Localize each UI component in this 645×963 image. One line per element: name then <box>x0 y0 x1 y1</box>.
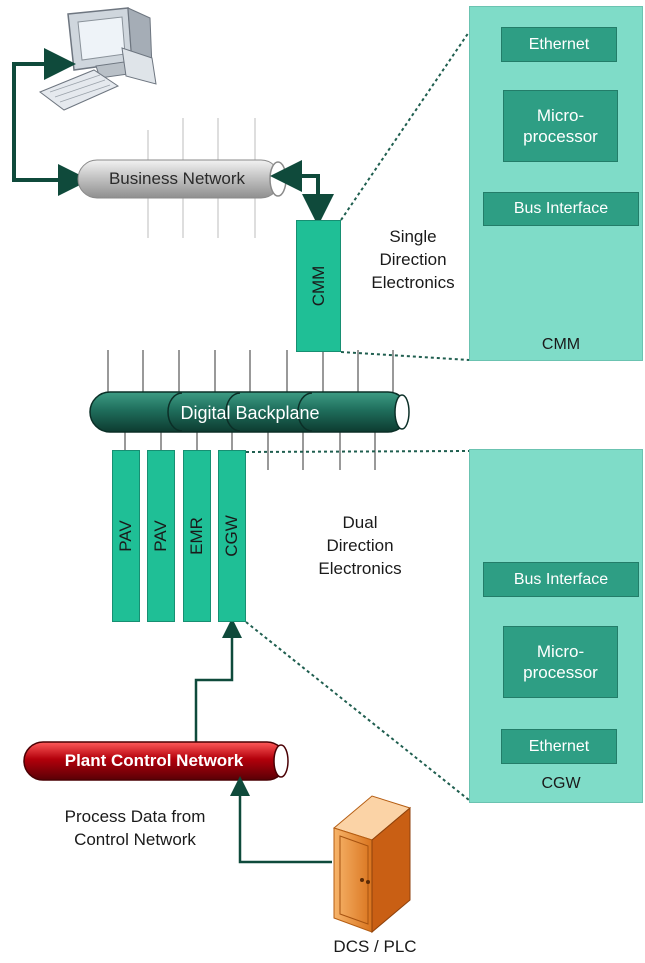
cmm-micro-line1: Micro- <box>536 105 585 125</box>
cgw-bus-interface-label: Bus Interface <box>513 570 609 588</box>
backplane-drops-bottom <box>124 432 376 470</box>
dual-direction-line1: Dual <box>342 513 378 532</box>
cmm-bus-interface-label: Bus Interface <box>513 200 609 217</box>
module-pav-2: PAV <box>147 450 175 622</box>
cgw-micro-line2: processor <box>523 663 598 682</box>
business-network-label: Business Network <box>108 169 246 188</box>
backplane-drops-top <box>107 350 394 392</box>
module-cgw-label: CGW <box>222 515 241 557</box>
cmm-microprocessor-box: Micro- processor <box>503 90 618 162</box>
module-pav-1: PAV <box>112 450 140 622</box>
cgw-panel-caption: CGW <box>541 775 581 792</box>
business-network-drops <box>147 118 256 238</box>
server-cabinet-icon <box>332 795 412 934</box>
module-cgw: CGW <box>218 450 246 622</box>
computer-icon <box>38 7 157 111</box>
single-direction-line1: Single <box>389 227 437 246</box>
cmm-callout-line-top <box>340 31 470 221</box>
cgw-microprocessor-box: Micro- processor <box>503 626 618 698</box>
process-data-line2: Control Network <box>74 829 196 849</box>
business-to-cmm-arrow <box>288 174 334 226</box>
module-emr: EMR <box>183 450 211 622</box>
dual-direction-label: Dual Direction Electronics <box>305 512 415 581</box>
cmm-detail-panel <box>469 6 643 361</box>
computer-link-arrow <box>12 62 90 196</box>
module-emr-label: EMR <box>187 517 206 555</box>
digital-backplane-pipe <box>89 391 410 433</box>
cgw-ethernet-box: Ethernet <box>501 729 617 764</box>
module-pav-1-label: PAV <box>116 520 135 552</box>
cgw-callout-line-top <box>245 450 470 453</box>
digital-backplane-label: Digital Backplane <box>180 403 320 423</box>
cmm-bus-interface-box: Bus Interface <box>483 192 639 226</box>
single-direction-label: Single Direction Electronics <box>358 226 468 295</box>
cmm-ethernet-box: Ethernet <box>501 27 617 62</box>
plant-control-network-label: Plant Control Network <box>64 751 244 770</box>
dcs-plc-label: DCS / PLC <box>333 937 417 956</box>
dcs-to-plant-arrow <box>230 776 332 864</box>
cgw-bus-interface-box: Bus Interface <box>483 562 639 597</box>
single-direction-line2: Direction <box>379 249 447 269</box>
process-data-label: Process Data from Control Network <box>40 806 230 852</box>
cmm-ethernet-label: Ethernet <box>528 35 590 53</box>
cmm-micro-line2: processor <box>523 127 598 146</box>
process-data-line1: Process Data from <box>64 807 206 826</box>
plant-to-cgw-arrow <box>194 618 242 744</box>
dual-direction-line2: Direction <box>326 535 394 555</box>
module-pav-2-label: PAV <box>151 520 170 552</box>
cmm-panel-caption: CMM <box>541 336 581 353</box>
dual-direction-line3: Electronics <box>318 558 402 578</box>
plant-control-network-pipe <box>23 741 289 781</box>
cgw-micro-line1: Micro- <box>536 641 585 661</box>
cmm-module: CMM <box>296 220 341 352</box>
cmm-module-label: CMM <box>308 265 328 307</box>
cgw-ethernet-label: Ethernet <box>528 737 590 755</box>
single-direction-line3: Electronics <box>371 272 455 292</box>
cmm-callout-line-bottom <box>340 351 470 361</box>
